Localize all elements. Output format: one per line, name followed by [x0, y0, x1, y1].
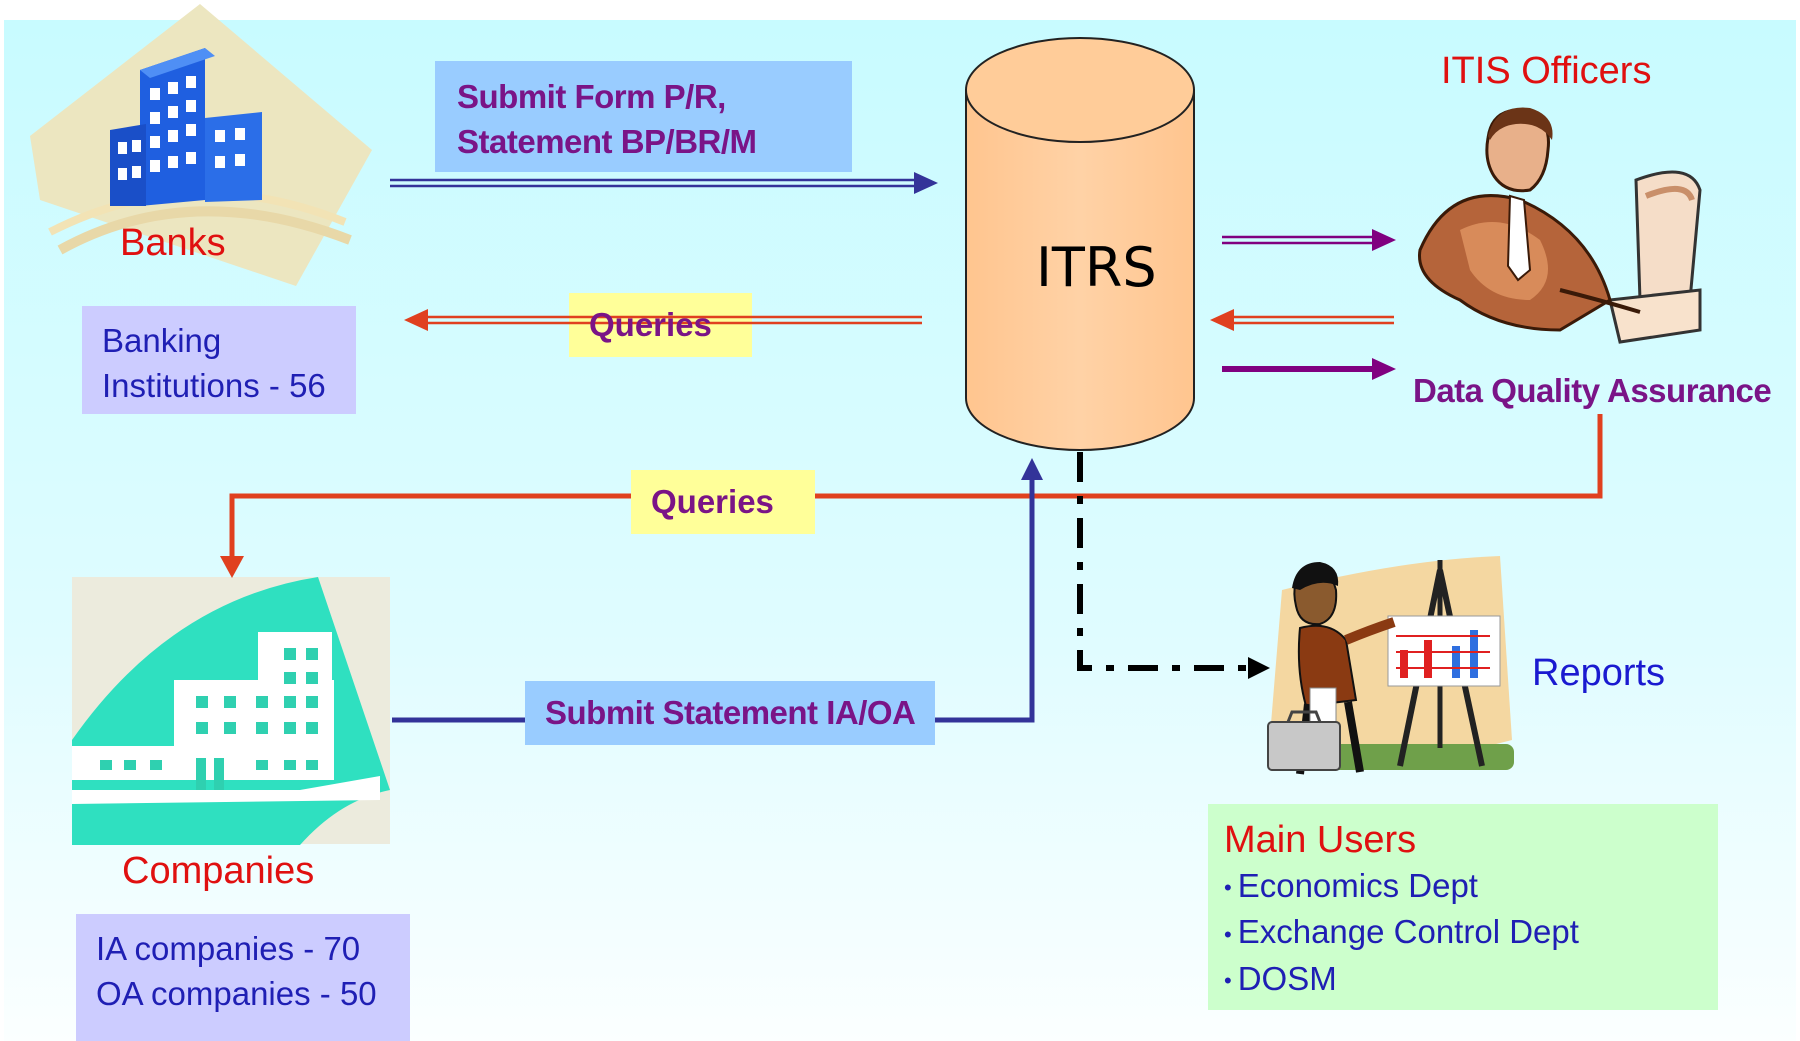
companies-details-line-2: OA companies - 50 [96, 975, 377, 1012]
main-users-item-label: Economics Dept [1237, 867, 1478, 904]
companies-title: Companies [122, 850, 315, 892]
bank-buildings-icon [30, 4, 372, 286]
main-users-panel: Main Users •Economics Dept •Exchange Con… [1224, 816, 1714, 1003]
submit-statement-box [525, 681, 935, 745]
officer-at-computer-icon [1418, 107, 1702, 344]
arrow-queries-to-banks [404, 309, 922, 331]
presenter-with-chart-icon [1267, 556, 1514, 775]
main-users-item: •DOSM [1224, 957, 1714, 1003]
queries-companies-label: Queries [651, 483, 774, 520]
company-building-icon [72, 577, 390, 845]
banks-details: Banking Institutions - 56 [102, 318, 326, 408]
main-users-item-label: DOSM [1237, 959, 1337, 997]
banks-details-line-2: Institutions - 56 [102, 367, 326, 404]
main-users-item: •Exchange Control Dept [1224, 910, 1714, 956]
queries-companies-box [631, 470, 815, 534]
main-users-list: •Economics Dept •Exchange Control Dept •… [1224, 864, 1714, 1003]
arrow-queries-to-companies [220, 414, 1603, 578]
banks-details-box [82, 306, 356, 414]
arrow-itrs-to-reports [1077, 452, 1270, 679]
arrow-itrs-to-itis-1 [1222, 229, 1396, 251]
arrow-itis-to-itrs [1210, 309, 1394, 331]
main-users-box [1208, 804, 1718, 1010]
companies-details: IA companies - 70 OA companies - 50 [96, 926, 377, 1016]
reports-label: Reports [1532, 652, 1666, 694]
queries-banks-box [569, 293, 752, 357]
database-cylinder-icon [965, 37, 1195, 451]
submit-form-box [435, 61, 852, 172]
submit-form-label: Submit Form P/R, Statement BP/BR/M [457, 74, 757, 164]
companies-details-box [76, 914, 410, 1041]
itis-title: ITIS Officers [1441, 50, 1652, 92]
companies-details-line-1: IA companies - 70 [96, 930, 361, 967]
bullet-icon: • [1224, 967, 1232, 993]
queries-banks-label: Queries [589, 306, 712, 343]
main-users-item: •Economics Dept [1224, 864, 1714, 910]
bullet-icon: • [1224, 921, 1232, 947]
bullet-icon: • [1224, 875, 1232, 901]
submit-form-line-1: Submit Form P/R, [457, 78, 726, 115]
arrow-banks-to-itrs [390, 172, 938, 194]
main-users-title: Main Users [1224, 819, 1417, 861]
itrs-label: ITRS [1036, 236, 1157, 299]
banks-title: Banks [120, 222, 226, 264]
arrow-itrs-to-itis-2 [1222, 358, 1396, 380]
submit-form-line-2: Statement BP/BR/M [457, 123, 757, 160]
data-quality-assurance-label: Data Quality Assurance [1413, 372, 1772, 409]
main-users-item-label: Exchange Control Dept [1237, 913, 1579, 951]
submit-statement-label: Submit Statement IA/OA [545, 694, 916, 731]
banks-details-line-1: Banking [102, 322, 222, 359]
